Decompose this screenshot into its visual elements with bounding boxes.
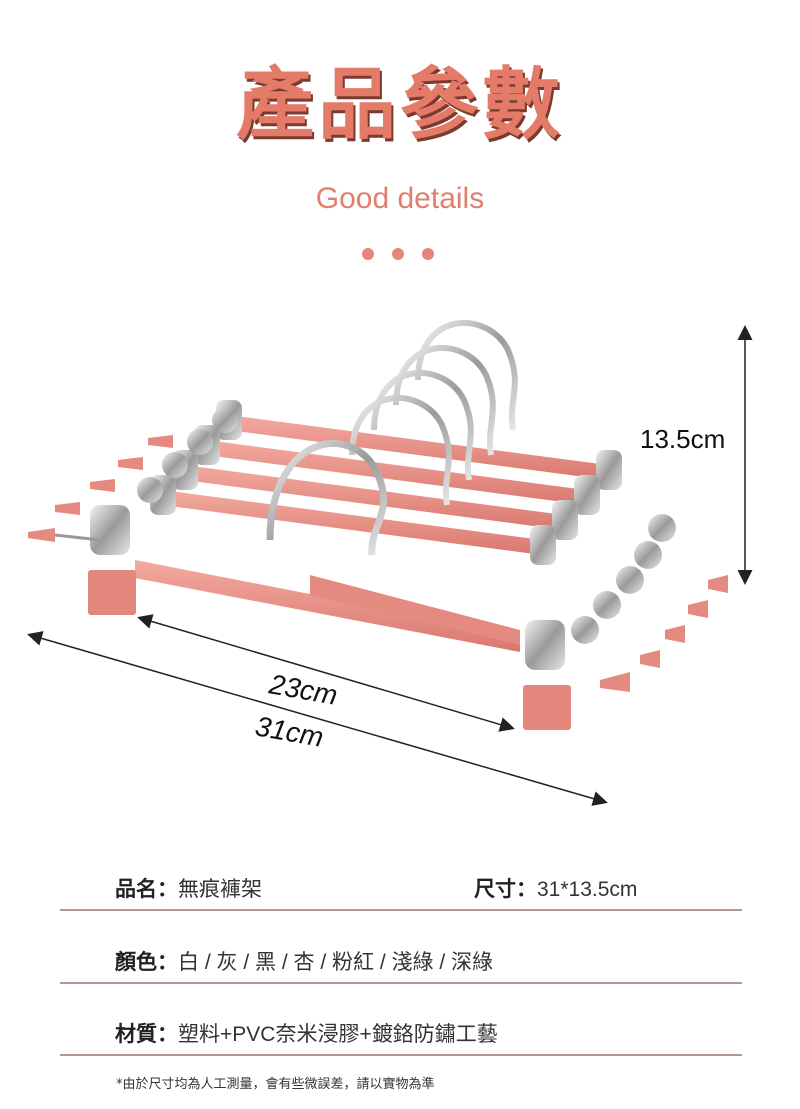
measurement-note: *由於尺寸均為人工測量，會有些微誤差，請以實物為準: [116, 1077, 435, 1092]
page-title: 產品參數: [235, 60, 564, 150]
size-value: 31*13.5cm: [537, 878, 638, 901]
spec-row-material: 材質：塑料+PVC奈米浸膠+鍍鉻防鏽工藝: [60, 1018, 742, 1056]
material-value: 塑料+PVC奈米浸膠+鍍鉻防鏽工藝: [178, 1023, 498, 1046]
spec-row-name-size: 品名：無痕褲架 尺寸：31*13.5cm: [60, 873, 742, 911]
dot-1: [362, 248, 374, 260]
hanger-product-illustration: 13.5cm 23cm 31cm: [27, 319, 753, 806]
inner-length-label: 23cm: [266, 668, 340, 711]
hanger-2: [150, 394, 556, 565]
outer-length-arrow: [27, 631, 608, 806]
color-label: 顏色：: [115, 951, 178, 974]
page-subtitle: Good details: [315, 182, 485, 215]
left-clip-stack: [55, 407, 238, 515]
dot-3: [422, 248, 434, 260]
height-label: 13.5cm: [640, 424, 725, 454]
name-label: 品名：: [115, 878, 178, 901]
hanger-5: [216, 319, 622, 490]
material-label: 材質：: [115, 1023, 178, 1046]
name-value: 無痕褲架: [178, 878, 262, 901]
outer-length-label: 31cm: [253, 710, 326, 752]
spec-row-color: 顏色：白 / 灰 / 黑 / 杏 / 粉紅 / 淺綠 / 深綠: [60, 946, 742, 984]
color-value: 白 / 灰 / 黑 / 杏 / 粉紅 / 淺綠 / 深綠: [178, 951, 494, 974]
right-clip-stack: [571, 514, 728, 668]
dot-2: [392, 248, 404, 260]
size-label: 尺寸：: [474, 878, 537, 901]
